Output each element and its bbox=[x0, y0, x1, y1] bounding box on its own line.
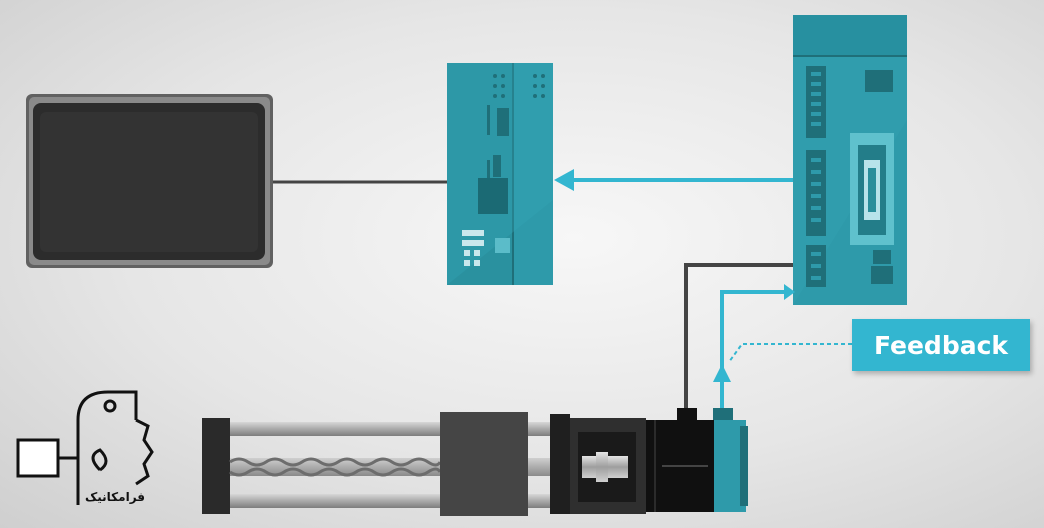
plc-controller bbox=[447, 63, 553, 285]
servo-drive bbox=[793, 15, 907, 305]
drive-to-plc-signal bbox=[554, 169, 793, 191]
ball-screw-actuator bbox=[202, 412, 570, 516]
feedback-leader-line bbox=[728, 343, 852, 363]
hmi-touch-panel bbox=[26, 94, 273, 268]
motor-power-cable bbox=[684, 263, 793, 408]
logo-text: فرامکانیک bbox=[84, 490, 146, 504]
servo-motor bbox=[646, 408, 748, 512]
feedback-label: Feedback bbox=[852, 319, 1030, 371]
company-logo bbox=[16, 390, 154, 505]
feedback-cable bbox=[713, 284, 795, 408]
coupling-housing bbox=[570, 418, 646, 514]
